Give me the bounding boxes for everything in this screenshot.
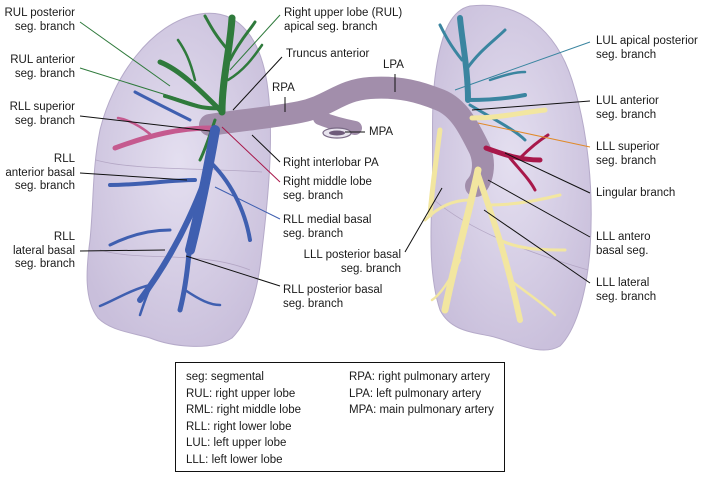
leader-lul-anterior [471,100,591,111]
legend-item: RML: right middle lobe [186,404,302,417]
leader-rul-posterior [79,21,171,87]
legend-item: MPA: main pulmonary artery [349,404,494,417]
legend-item: RLL: right lower lobe [186,420,292,433]
leader-right-interlobar [251,134,281,163]
leader-rll-anterior-basal [79,172,188,181]
leader-rll-medial-basal [214,186,281,220]
leader-lll-superior [477,122,591,148]
legend-item: seg: segmental [186,371,264,383]
legend-item: RPA: right pulmonary artery [349,371,491,383]
label-lingular: Lingular branch [596,187,676,199]
label-mpa: MPA [369,126,394,138]
leader-lll-antero-basal [487,179,591,238]
pulmonary-trunk [199,76,494,197]
leader-lines [79,14,591,287]
legend-item: RUL: right upper lobe [186,387,296,400]
rul-branches [157,14,264,162]
leader-rul-apical [229,14,281,71]
leader-rll-posterior-basal [185,255,281,287]
lul-branches [438,15,527,142]
rll-branches [98,90,252,317]
label-rpa: RPA [272,82,295,94]
left-lung [430,4,592,351]
leader-lll-lateral [483,209,591,284]
leader-right-middle-lobe [221,126,281,183]
leader-rul-anterior [79,67,206,108]
legend-item: LLL: left lower lobe [186,453,283,466]
leader-truncus [232,56,283,111]
lll-superior-branch [469,107,548,121]
legend-item: LUL: left upper lobe [186,437,287,450]
rml-branches [112,116,213,151]
label-lpa: LPA [383,59,404,71]
label-right-interlobar-pa: Right interlobar PA [283,157,379,169]
leader-rll-superior [79,115,211,132]
leader-lingular [504,152,591,194]
leader-rll-lateral-basal [79,249,166,252]
legend-item: LPA: left pulmonary artery [349,387,482,400]
label-truncus-anterior: Truncus anterior [286,48,370,60]
label-rul-apical: Right upper lobe (RUL)apical seg. branch [284,7,403,33]
leader-lll-posterior-basal [404,187,443,253]
leader-lul-apical-posterior [454,41,591,91]
